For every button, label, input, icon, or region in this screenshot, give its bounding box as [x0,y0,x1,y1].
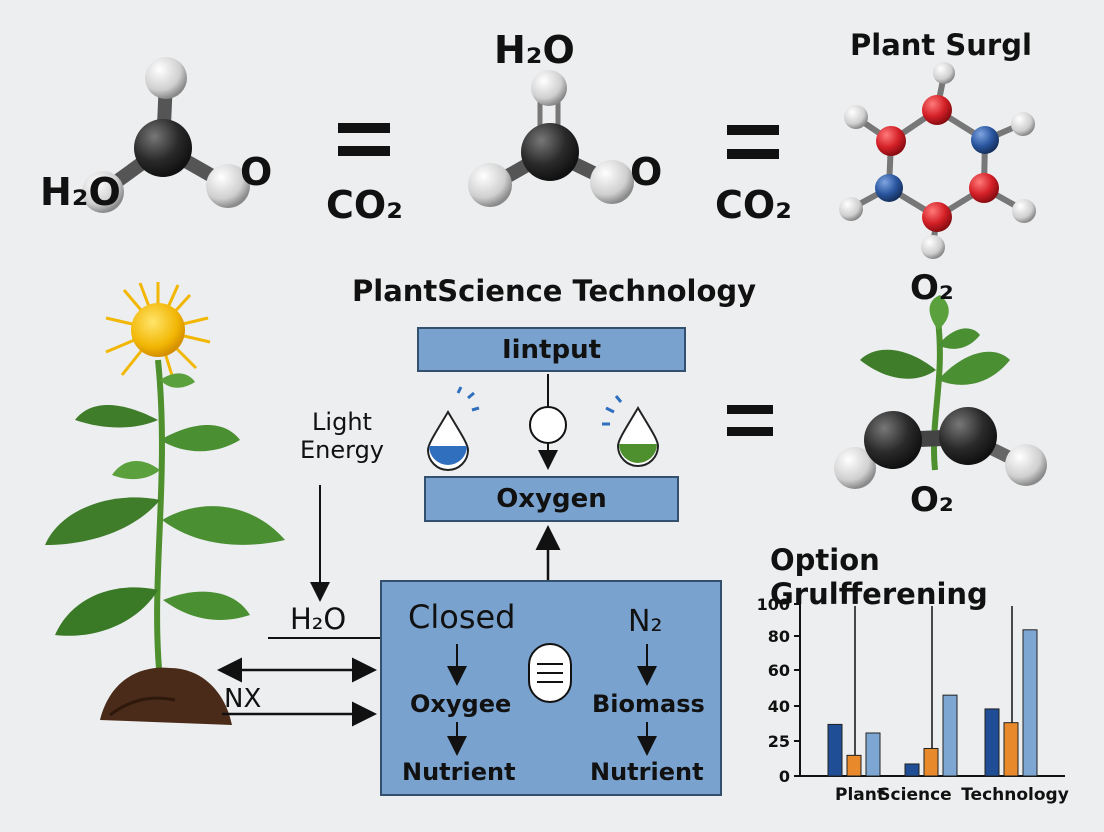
plant-surgl-label: Plant Surgl [850,28,1032,62]
y-tick-label: 100 [757,595,790,614]
plant-left [45,359,285,725]
category-label: Technology [961,785,1069,805]
light-label-line1: Light [312,408,372,436]
diagram-title: PlantScience Technology [352,274,757,308]
input-box-label: Iintput [501,334,602,365]
oxygen-box-label: Oxygen [496,484,607,514]
water-drop-green-icon [602,395,660,467]
ring-molecule [839,62,1036,259]
bar [827,723,843,777]
molecule-left [82,57,250,213]
category-label: Science [878,785,951,805]
water-drop-blue-icon [426,386,480,471]
formula-co2-left: CO₂ [326,183,403,227]
y-tick-label: 40 [768,697,790,716]
formula-o-mid: O [630,150,663,194]
filter-capsule-icon [528,643,572,703]
n2-label: N₂ [628,604,663,639]
closed-box-arrows [447,643,657,756]
plant-right [834,295,1047,489]
equals-sign-2 [727,125,779,159]
valve-icon [529,374,567,470]
category-label: Plant [835,785,885,805]
oxygee-label: Oxygee [410,690,512,718]
molecule-middle [468,70,634,207]
light-energy-label: Light Energy [292,408,392,464]
light-label-line2: Energy [299,436,385,464]
bar [984,708,1000,777]
formula-o2-lower: O₂ [910,480,954,520]
oxygen-box: Oxygen [424,476,679,522]
bar [942,694,958,777]
nutrient-right-label: Nutrient [590,758,704,786]
y-tick-label: 80 [768,627,790,646]
nutrient-left-label: Nutrient [402,758,516,786]
sun-icon [105,282,211,383]
bar [904,763,920,777]
bar [923,747,939,777]
formula-h2o-top: H₂O [494,28,575,72]
bar [846,754,862,777]
nx-arrow-label: NX [224,684,262,714]
input-box: Iintput [417,327,686,372]
formula-o-left: O [240,150,273,194]
formula-co2-mid: CO₂ [715,183,792,227]
equals-sign-1 [338,123,390,156]
y-tick-label: 25 [768,732,790,751]
chart-title: Option Grulfferening [770,543,988,611]
h2o-arrow-label: H₂O [290,602,347,636]
bar [865,732,881,777]
closed-system-box: Closed N₂ Oxygee Biomass Nutrient Nutrie… [380,580,722,796]
bar [1003,722,1019,777]
closed-label: Closed [408,598,516,636]
formula-h2o-left: H₂O [40,170,121,214]
equals-sign-3 [727,405,773,436]
y-tick-label: 60 [768,661,790,680]
formula-o2-upper: O₂ [910,268,954,308]
biomass-label: Biomass [592,690,705,718]
y-tick-label: 0 [779,767,790,786]
bar [1022,629,1038,777]
